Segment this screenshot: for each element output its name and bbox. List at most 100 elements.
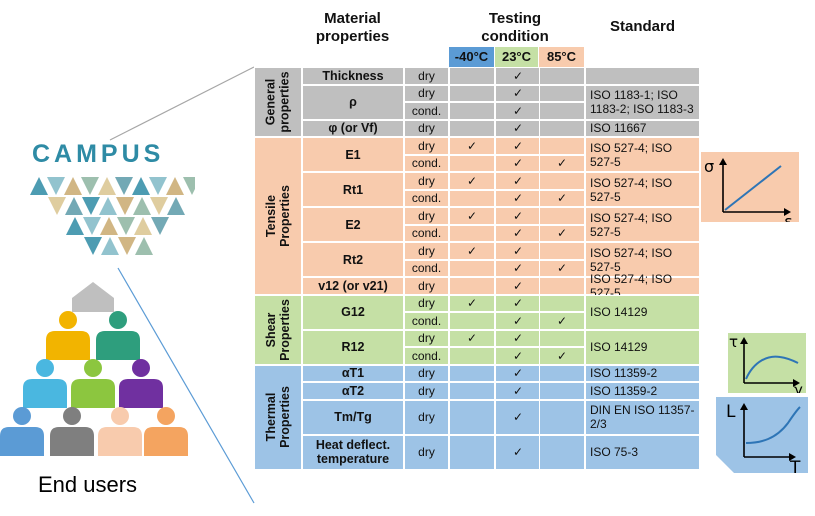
standard-cell: ISO 527-4; ISO 527-5 <box>585 137 700 172</box>
standard-cell: ISO 11359-2 <box>585 382 700 400</box>
condition-85: 85°C <box>539 47 584 67</box>
check-cell: ✓ <box>539 189 585 207</box>
property-cell: E2 <box>302 207 404 242</box>
check-cell: ✓ <box>449 172 495 190</box>
shear-icon: τ γ <box>729 333 803 399</box>
standard-cell: ISO 527-4; ISO 527-5 <box>585 242 700 277</box>
check-cell <box>539 207 585 225</box>
state-cell: cond. <box>404 347 449 365</box>
svg-text:σ: σ <box>704 157 714 176</box>
state-cell: dry <box>404 382 449 400</box>
check-cell <box>449 312 495 330</box>
check-cell <box>539 137 585 155</box>
stress-strain-chart: σ ε <box>700 151 800 231</box>
check-cell: ✓ <box>449 294 495 312</box>
standard-cell: ISO 14129 <box>585 329 700 365</box>
thermal-icon: L T <box>716 397 808 478</box>
property-cell: Heat deflect. temperature <box>302 434 404 470</box>
category-label: Thermal Properties <box>264 386 293 448</box>
standard-cell: ISO 75-3 <box>585 434 700 470</box>
check-cell <box>539 294 585 312</box>
check-cell <box>539 329 585 347</box>
property-cell: αT1 <box>302 364 404 382</box>
state-cell: cond. <box>404 224 449 242</box>
state-cell: cond. <box>404 259 449 277</box>
property-cell: ρ <box>302 84 404 120</box>
check-cell: ✓ <box>495 364 541 382</box>
header-standard: Standard <box>609 18 675 35</box>
check-cell: ✓ <box>539 154 585 172</box>
svg-text:γ: γ <box>794 381 803 393</box>
state-cell: cond. <box>404 189 449 207</box>
check-cell <box>449 154 495 172</box>
property-cell: R12 <box>302 329 404 365</box>
check-cell <box>449 259 495 277</box>
check-cell: ✓ <box>495 312 541 330</box>
check-cell <box>449 399 495 435</box>
campus-logo-icon <box>30 177 195 255</box>
state-cell: dry <box>404 207 449 225</box>
shear-chart: τ γ <box>727 332 807 399</box>
standard-cell: ISO 527-4; ISO 527-5 <box>585 207 700 242</box>
header-testing-condition: Testing condition <box>481 10 549 45</box>
check-cell <box>539 434 585 470</box>
check-cell <box>449 347 495 365</box>
check-cell <box>539 242 585 260</box>
thermal-chart: L T <box>716 397 808 478</box>
check-cell <box>449 224 495 242</box>
property-cell: v12 (or v21) <box>302 277 404 295</box>
check-cell <box>449 189 495 207</box>
state-cell: dry <box>404 172 449 190</box>
check-cell <box>539 399 585 435</box>
svg-text:ε: ε <box>784 212 793 222</box>
check-cell <box>449 67 495 85</box>
check-cell <box>539 119 585 137</box>
standard-cell: ISO 1183-1; ISO 1183-2; ISO 1183-3 <box>585 84 700 120</box>
state-cell: dry <box>404 434 449 470</box>
check-cell: ✓ <box>539 312 585 330</box>
header-material-properties: Material properties <box>315 10 390 45</box>
check-cell: ✓ <box>449 137 495 155</box>
check-cell: ✓ <box>495 347 541 365</box>
check-cell: ✓ <box>495 102 541 120</box>
state-cell: dry <box>404 399 449 435</box>
property-cell: Rt1 <box>302 172 404 207</box>
check-cell: ✓ <box>539 347 585 365</box>
check-cell: ✓ <box>495 434 541 470</box>
check-cell <box>449 364 495 382</box>
check-cell <box>449 102 495 120</box>
check-cell: ✓ <box>495 84 541 102</box>
standard-cell: ISO 11667 <box>585 119 700 137</box>
state-cell: cond. <box>404 312 449 330</box>
check-cell <box>539 277 585 295</box>
check-cell: ✓ <box>449 329 495 347</box>
check-cell: ✓ <box>449 207 495 225</box>
standard-cell: ISO 14129 <box>585 294 700 330</box>
end-users-label: End users <box>38 472 138 497</box>
category-cell: Shear Properties <box>254 294 302 365</box>
standard-cell <box>585 67 700 85</box>
check-cell: ✓ <box>495 172 541 190</box>
state-cell: dry <box>404 137 449 155</box>
state-cell: dry <box>404 242 449 260</box>
category-cell: Tensile Properties <box>254 137 302 295</box>
check-cell: ✓ <box>495 399 541 435</box>
category-cell: Thermal Properties <box>254 364 302 470</box>
check-cell: ✓ <box>495 259 541 277</box>
check-cell <box>539 382 585 400</box>
category-label: Shear Properties <box>264 298 293 361</box>
svg-text:T: T <box>789 458 801 473</box>
standard-cell: DIN EN ISO 11357-2/3 <box>585 399 700 435</box>
category-label: Tensile Properties <box>264 184 293 247</box>
check-cell <box>539 364 585 382</box>
check-cell <box>449 382 495 400</box>
check-cell: ✓ <box>495 382 541 400</box>
state-cell: dry <box>404 294 449 312</box>
check-cell <box>449 119 495 137</box>
state-cell: cond. <box>404 102 449 120</box>
check-cell: ✓ <box>495 224 541 242</box>
check-cell: ✓ <box>539 259 585 277</box>
check-cell: ✓ <box>495 277 541 295</box>
condition-23: 23°C <box>495 47 538 67</box>
campus-logo-text: CAMPUS <box>32 140 165 168</box>
